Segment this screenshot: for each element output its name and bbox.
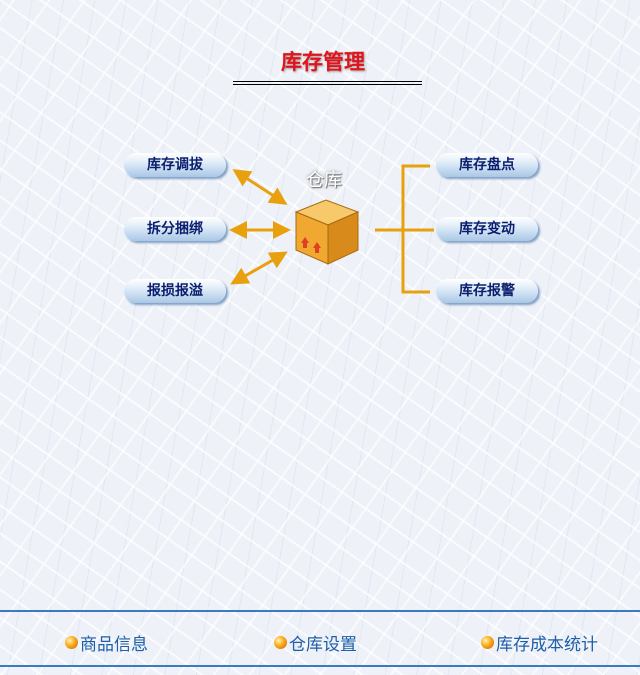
orange-ball-icon	[481, 636, 494, 649]
arrow-transfer	[232, 169, 288, 205]
inventory-transfer-button[interactable]: 库存调拔	[124, 153, 226, 177]
split-bundle-button[interactable]: 拆分捆绑	[124, 217, 226, 241]
inventory-alert-button[interactable]: 库存报警	[436, 279, 538, 303]
footer-top-line	[0, 610, 640, 612]
product-info-link[interactable]: 商品信息	[65, 630, 148, 655]
link-label: 商品信息	[80, 635, 148, 655]
warehouse-label: 仓库	[306, 170, 342, 191]
stocktake-button[interactable]: 库存盘点	[436, 153, 538, 177]
footer-bottom-line	[0, 665, 640, 667]
title-divider	[233, 81, 422, 85]
link-label: 仓库设置	[289, 635, 357, 655]
orange-ball-icon	[274, 636, 287, 649]
box-icon	[294, 199, 360, 265]
page-title: 库存管理	[281, 50, 365, 74]
inventory-change-button[interactable]: 库存变动	[436, 217, 538, 241]
arrow-loss	[230, 251, 288, 285]
bracket-connector	[375, 164, 434, 294]
loss-overflow-button[interactable]: 报损报溢	[124, 279, 226, 303]
inventory-cost-stats-link[interactable]: 库存成本统计	[481, 630, 598, 655]
warehouse-settings-link[interactable]: 仓库设置	[274, 630, 357, 655]
orange-ball-icon	[65, 636, 78, 649]
link-label: 库存成本统计	[496, 635, 598, 655]
